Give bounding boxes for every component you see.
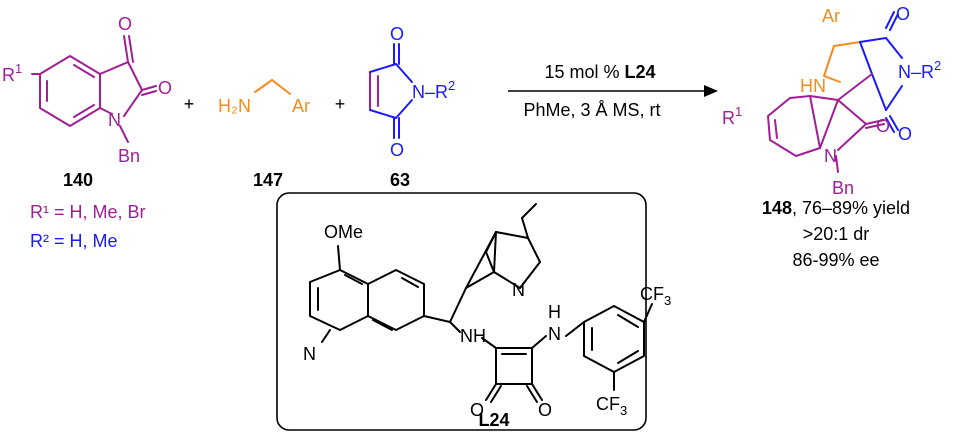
maleimide-structure xyxy=(369,43,413,139)
amine-aryl: Ar xyxy=(292,96,310,116)
catalyst-methoxy: OMe xyxy=(324,222,363,242)
isatin-amide-oxygen: O xyxy=(158,78,172,98)
catalyst-cf3-bottom: CF3 xyxy=(596,394,627,418)
maleimide-nitrogen: N–R2 xyxy=(412,78,455,102)
catalyst-nh-2-h: H xyxy=(548,302,561,322)
product-oxindole-oxygen: O xyxy=(876,116,890,136)
isatin-nitrogen: N xyxy=(108,110,121,130)
amine-structure xyxy=(254,79,291,95)
catalyst-oxygen-right: O xyxy=(538,400,552,420)
product-imide-oxygen-top: O xyxy=(896,4,910,24)
plus-sign-1: + xyxy=(184,94,195,114)
product-aryl: Ar xyxy=(822,6,840,26)
catalyst-quinoline-nitrogen: N xyxy=(303,344,316,364)
reaction-conditions: PhMe, 3 Å MS, rt xyxy=(523,100,660,120)
compound-label-147: 147 xyxy=(253,170,283,190)
r2-substituent-list: R² = H, Me xyxy=(30,231,118,251)
maleimide-oxygen-top: O xyxy=(390,24,404,44)
plus-sign-2: + xyxy=(335,94,346,114)
product-imide-oxygen-bottom: O xyxy=(898,124,912,144)
isatin-ketone-oxygen: O xyxy=(118,14,132,34)
product-oxindole-nitrogen: N xyxy=(824,146,837,166)
product-ee: 86-99% ee xyxy=(792,250,879,270)
catalyst-box xyxy=(276,192,647,431)
catalyst-cf3-top: CF3 xyxy=(640,284,671,308)
catalyst-nh-1: NH xyxy=(460,326,486,346)
compound-label-63: 63 xyxy=(390,170,410,190)
isatin-structure xyxy=(31,35,157,143)
amine-h2n: H₂N xyxy=(218,96,251,116)
catalyst-quinuclidine-nitrogen: N xyxy=(512,280,525,300)
catalyst-label-l24: L24 xyxy=(478,410,509,430)
product-structure xyxy=(767,11,903,173)
catalyst-oxygen-left: O xyxy=(470,400,484,420)
catalyst-nh-2-n: N xyxy=(548,324,561,344)
product-r1: R1 xyxy=(722,104,742,128)
catalyst-loading: 15 mol % L24 xyxy=(544,62,655,82)
catalyst-l24-structure xyxy=(309,203,653,403)
product-benzyl: Bn xyxy=(832,178,854,198)
product-pyrrolidine-nh: HN xyxy=(800,76,826,96)
product-imide-nitrogen: N–R2 xyxy=(898,58,941,82)
compound-label-140: 140 xyxy=(63,170,93,190)
product-yield: 148, 76–89% yield xyxy=(762,198,910,218)
isatin-benzyl: Bn xyxy=(118,146,140,166)
r1-substituent-list: R¹ = H, Me, Br xyxy=(30,202,146,222)
reaction-arrowhead xyxy=(704,85,718,97)
isatin-r1: R1 xyxy=(2,61,22,85)
product-dr: >20:1 dr xyxy=(803,224,870,244)
maleimide-oxygen-bottom: O xyxy=(390,140,404,160)
